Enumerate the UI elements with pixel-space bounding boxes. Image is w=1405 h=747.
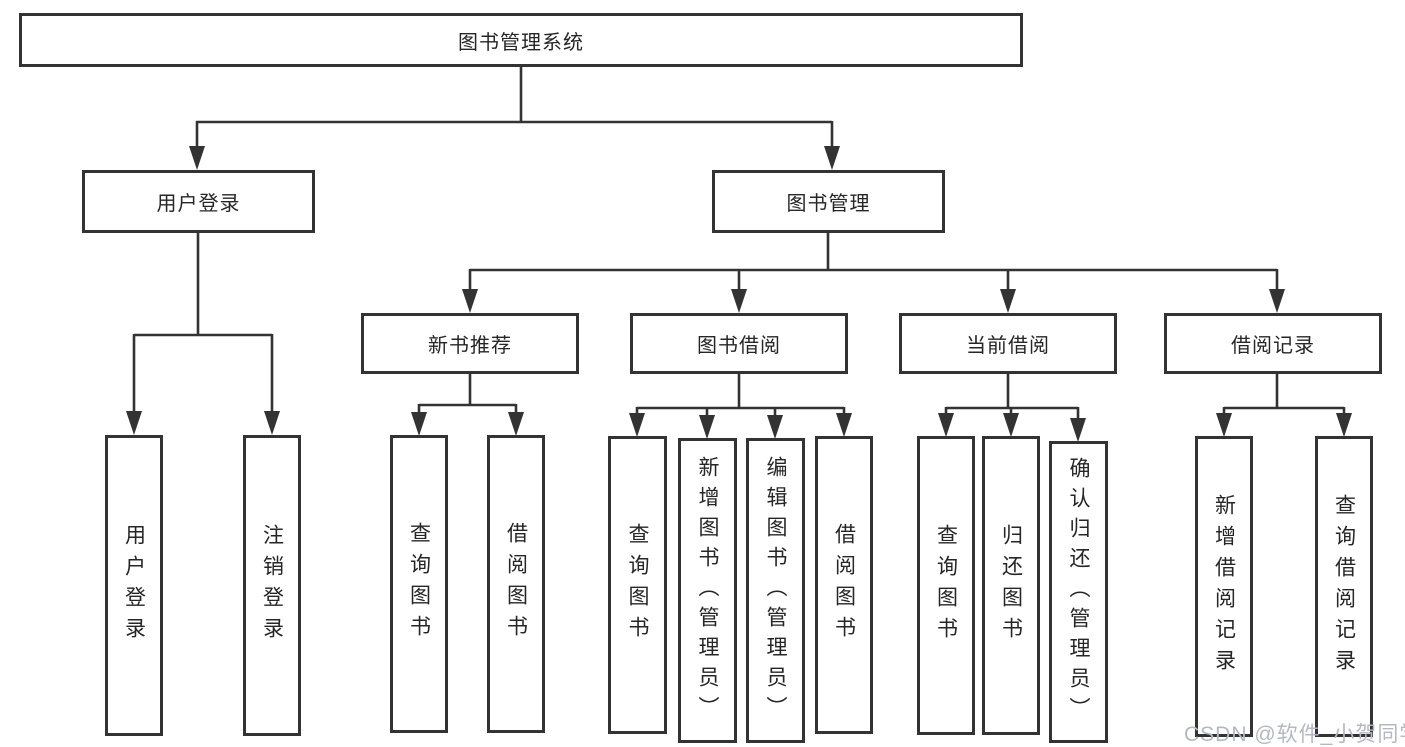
node-new-book-recommendation: 新书推荐	[361, 313, 579, 374]
node-borrowing-records: 借阅记录	[1164, 313, 1382, 374]
leaf-query-books: 查询图书	[390, 435, 448, 733]
leaf-return-books: 归还图书	[982, 436, 1040, 735]
leaf-user-login: 用户登录	[105, 435, 163, 736]
leaf-confirm-return-admin: 确认归还（管理员）	[1049, 441, 1108, 743]
leaf-logout: 注销登录	[243, 435, 301, 736]
leaf-borrow-books: 借阅图书	[487, 435, 545, 733]
leaf-query-borrow-record: 查询借阅记录	[1315, 436, 1373, 737]
leaf-query-books: 查询图书	[608, 436, 667, 734]
leaf-borrow-books: 借阅图书	[815, 436, 873, 734]
node-book-borrowing: 图书借阅	[630, 313, 848, 374]
leaf-query-books: 查询图书	[917, 436, 975, 735]
leaf-add-borrow-record: 新增借阅记录	[1195, 436, 1253, 737]
node-library-management-system: 图书管理系统	[19, 13, 1023, 67]
node-book-management: 图书管理	[712, 170, 945, 233]
csdn-watermark: CSDN @软件_小贺同学	[1184, 723, 1405, 746]
leaf-edit-book-admin: 编辑图书（管理员）	[746, 438, 805, 743]
leaf-add-book-admin: 新增图书（管理员）	[678, 438, 737, 743]
node-user-login: 用户登录	[82, 170, 315, 233]
node-current-borrowing: 当前借阅	[899, 313, 1117, 374]
